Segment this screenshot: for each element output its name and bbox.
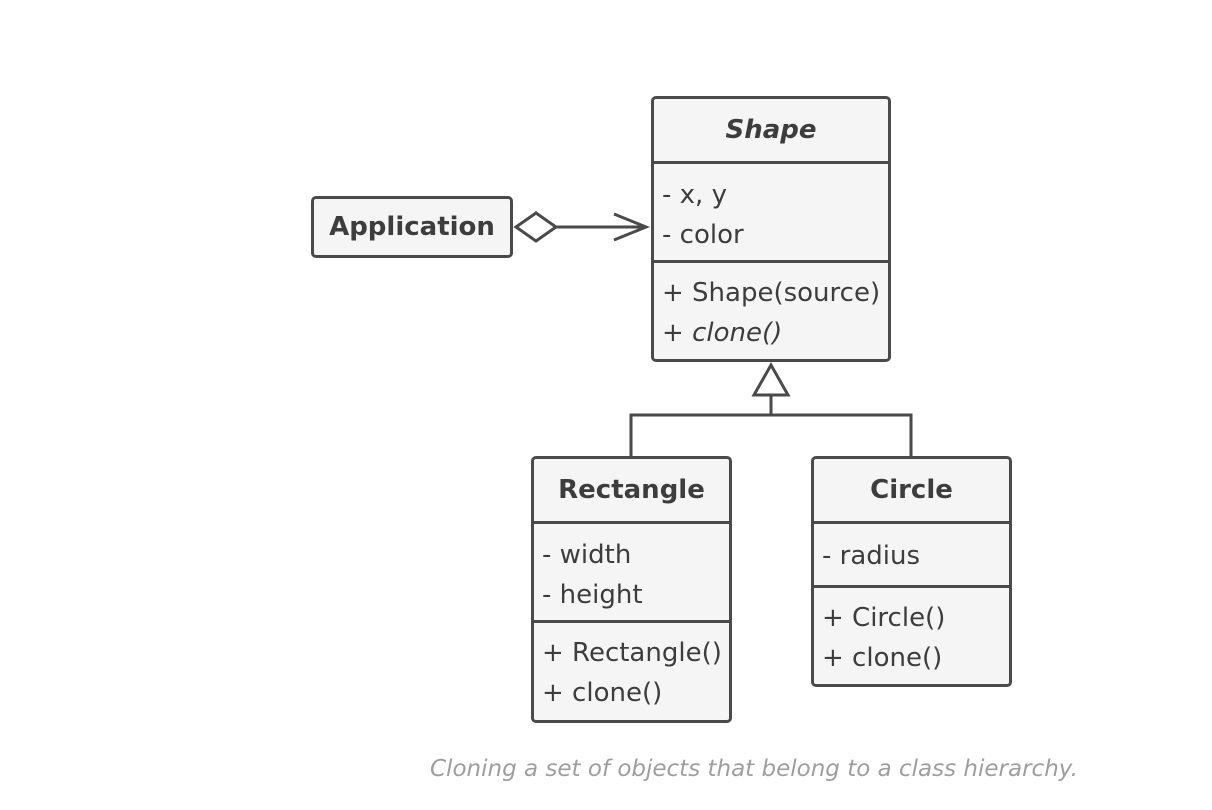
circle-field-radius: - radius bbox=[822, 541, 921, 571]
rectangle-methods: + Rectangle() + clone() bbox=[534, 620, 729, 719]
shape-method-clone-name: clone() bbox=[692, 318, 783, 348]
shape-class: Shape - x, y - color + Shape(source) + c… bbox=[651, 96, 891, 362]
aggregation-diamond bbox=[513, 211, 559, 243]
rectangle-field-height: - height bbox=[542, 580, 643, 610]
circle-fields: - radius bbox=[814, 521, 1009, 585]
rectangle-field-width: - width bbox=[542, 540, 632, 570]
circle-class-name: Circle bbox=[870, 475, 953, 505]
shape-field-color: - color bbox=[662, 220, 744, 250]
rectangle-method-constructor: + Rectangle() bbox=[542, 638, 722, 668]
inheritance-branch bbox=[629, 413, 913, 458]
shape-method-clone-prefix: + bbox=[662, 318, 693, 348]
rectangle-class-name: Rectangle bbox=[558, 475, 705, 505]
aggregation-arrowhead bbox=[613, 212, 650, 242]
diagram-caption: Cloning a set of objects that belong to … bbox=[430, 756, 1078, 782]
circle-methods: + Circle() + clone() bbox=[814, 585, 1009, 684]
rectangle-class: Rectangle - width - height + Rectangle()… bbox=[531, 456, 732, 723]
shape-fields: - x, y - color bbox=[654, 161, 888, 260]
shape-methods: + Shape(source) + clone() bbox=[654, 260, 888, 359]
circle-method-constructor: + Circle() bbox=[822, 603, 946, 633]
circle-class: Circle - radius + Circle() + clone() bbox=[811, 456, 1012, 687]
shape-field-position: - x, y bbox=[662, 180, 727, 210]
application-class: Application bbox=[311, 196, 513, 258]
application-class-name: Application bbox=[329, 212, 495, 242]
shape-class-name: Shape bbox=[725, 115, 817, 145]
circle-method-clone: + clone() bbox=[822, 643, 943, 673]
shape-method-constructor: + Shape(source) bbox=[662, 278, 881, 308]
rectangle-method-clone: + clone() bbox=[542, 678, 663, 708]
inheritance-triangle bbox=[751, 361, 791, 397]
rectangle-fields: - width - height bbox=[534, 521, 729, 620]
shape-method-clone: + clone() bbox=[662, 313, 880, 353]
